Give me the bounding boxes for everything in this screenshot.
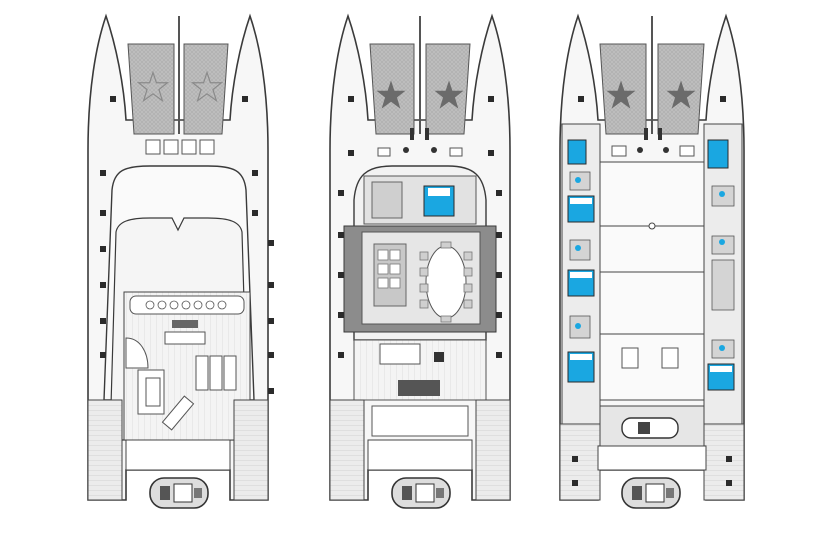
tender-boat-icon [391, 477, 451, 509]
tender-boat-icon [149, 477, 209, 509]
window-icon [338, 96, 502, 358]
main-deck-plan [329, 13, 511, 509]
window-icon [572, 96, 732, 486]
tender-boat-icon [621, 477, 681, 509]
trampoline-right [183, 43, 229, 135]
lower-deck-plan [559, 13, 745, 509]
sun-deck-plan [87, 13, 274, 509]
table-icon [425, 245, 467, 319]
window-icon [100, 96, 274, 394]
trampoline-left [127, 43, 175, 135]
helm-console [172, 320, 198, 328]
